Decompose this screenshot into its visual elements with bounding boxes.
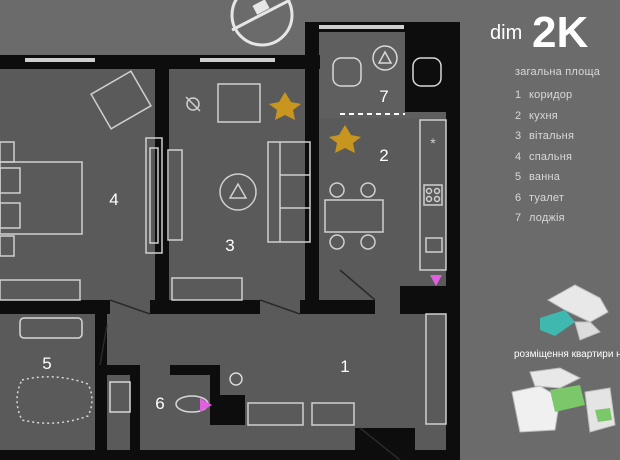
living-furniture	[167, 83, 311, 301]
legend-item: 1 коридор	[515, 89, 600, 110]
room-number-6: 6	[155, 394, 164, 413]
legend-item-label: коридор	[529, 89, 573, 101]
legend-item: 2 кухня	[515, 110, 600, 131]
brand-prefix: dim	[490, 22, 523, 44]
location-caption: розміщення квартири на	[514, 349, 620, 360]
compass-icon	[230, 0, 294, 47]
legend-item-number: 7	[515, 212, 522, 224]
legend-item-number: 2	[515, 109, 522, 122]
room-number-7: 7	[379, 87, 388, 106]
legend-item-number: 4	[515, 150, 522, 163]
room-number-4: 4	[109, 190, 118, 209]
legend-item-label: туалет	[529, 191, 565, 204]
legend-item-number: 1	[515, 89, 522, 101]
entry-markers	[200, 275, 442, 412]
windows	[25, 25, 404, 62]
legend-item-label: спальня	[529, 150, 573, 163]
room-number-5: 5	[42, 354, 51, 373]
legend-item: 4 спальня	[515, 151, 600, 172]
room-legend: загальна площа 1 коридор 2 кухня 3 вітальня…	[515, 66, 600, 233]
legend-item-number: 6	[515, 191, 522, 204]
building-thumbnail-top	[540, 284, 609, 341]
svg-text:*: *	[430, 135, 436, 151]
legend-item-number: 5	[515, 171, 522, 183]
legend-item: 7 лоджія	[515, 212, 600, 233]
legend-item-label: кухня	[529, 109, 558, 122]
legend-item-label: вітальня	[529, 130, 575, 142]
legend-item: 3 вітальня	[515, 130, 600, 151]
building-thumbnail-bottom	[511, 367, 616, 433]
legend-title: загальна площа	[515, 66, 601, 78]
kitchen-furniture: *	[324, 119, 447, 271]
legend-item-label: ванна	[529, 171, 561, 183]
room-number-1: 1	[340, 357, 349, 376]
plant-icon	[269, 92, 361, 153]
legend-item-number: 3	[515, 130, 522, 142]
legend-item-label: лоджія	[529, 212, 565, 224]
bedroom-furniture	[0, 70, 163, 301]
door-swings	[99, 269, 401, 460]
legend-item: 6 туалет	[515, 192, 600, 213]
room-number-2: 2	[379, 146, 388, 165]
loggia-furniture	[332, 45, 442, 87]
corridor-furniture	[247, 313, 447, 426]
room-number-3: 3	[225, 236, 234, 255]
brand-logo[interactable]: dim 2K	[482, 8, 620, 57]
legend-item: 5 ванна	[515, 171, 600, 192]
brand-mark: 2K	[532, 8, 589, 57]
